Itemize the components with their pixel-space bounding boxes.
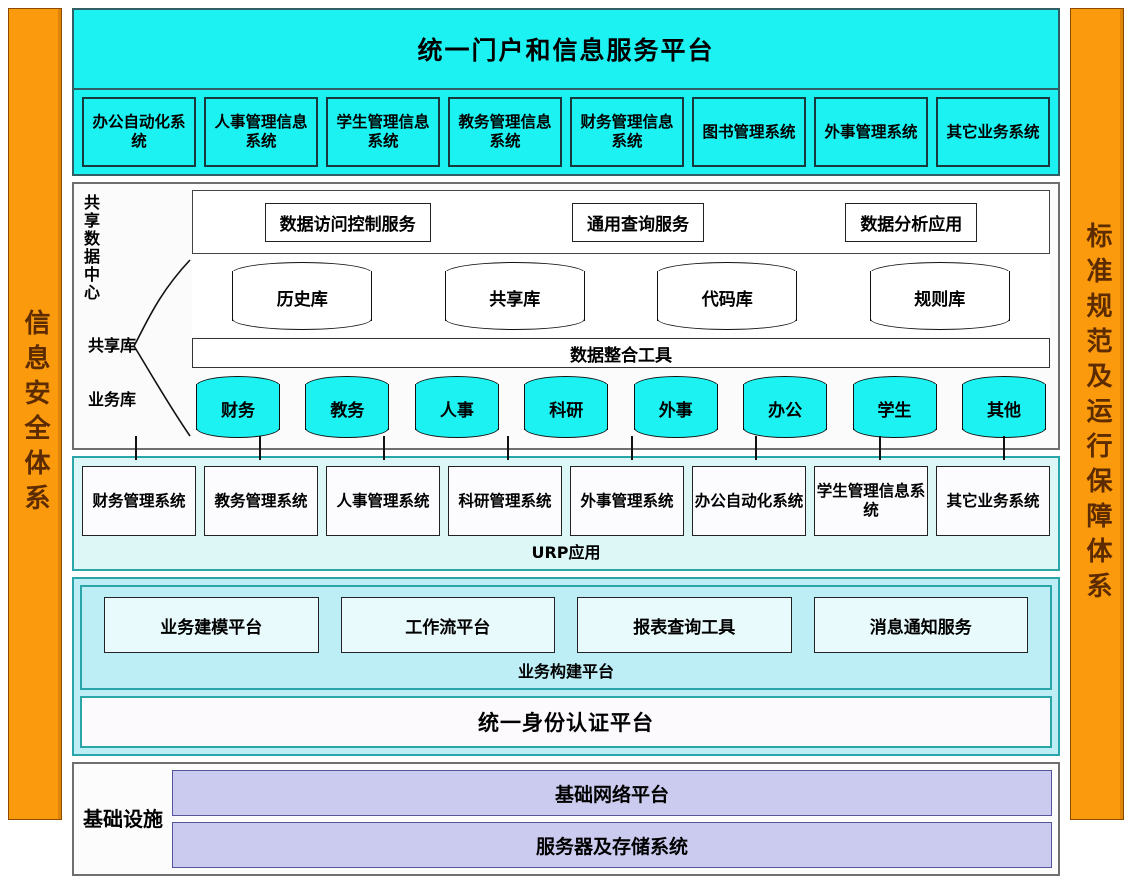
portal-app-box[interactable]: 其它业务系统 xyxy=(936,97,1050,167)
portal-app-box[interactable]: 办公自动化系统 xyxy=(82,97,196,167)
left-pillar-label: 信息安全体系 xyxy=(20,309,50,519)
business-database-label: 学生 xyxy=(877,400,912,421)
business-platform-row: 业务建模平台 工作流平台 报表查询工具 消息通知服务 xyxy=(90,597,1042,653)
urp-system-box[interactable]: 其它业务系统 xyxy=(936,466,1050,536)
portal-app-box[interactable]: 人事管理信息系统 xyxy=(204,97,318,167)
db-to-urp-connectors xyxy=(135,436,1005,460)
portal-app-box[interactable]: 外事管理系统 xyxy=(814,97,928,167)
platform-tool-box[interactable]: 业务建模平台 xyxy=(104,597,319,653)
database-label: 规则库 xyxy=(914,289,966,310)
business-database-cylinder: 学生 xyxy=(852,376,937,438)
infrastructure-layer: 基础设施 基础网络平台 服务器及存储系统 xyxy=(72,762,1060,876)
business-database-cylinder: 财务 xyxy=(196,376,280,438)
service-box[interactable]: 通用查询服务 xyxy=(571,202,704,242)
platform-tool-box[interactable]: 报表查询工具 xyxy=(577,597,792,653)
portal-title: 统一门户和信息服务平台 xyxy=(74,10,1058,90)
shared-db-tag: 共享库 xyxy=(88,336,137,355)
urp-system-box[interactable]: 办公自动化系统 xyxy=(692,466,806,536)
platform-tool-box[interactable]: 工作流平台 xyxy=(340,597,555,653)
business-database-label: 人事 xyxy=(439,400,474,421)
urp-caption: URP应用 xyxy=(531,543,601,562)
portal-app-box[interactable]: 财务管理信息系统 xyxy=(570,97,684,167)
database-label: 历史库 xyxy=(276,289,328,310)
cylinder-body xyxy=(869,271,1010,321)
shared-data-center-layer: 共享数据中心 数据访问控制服务 通用查询服务 数据分析应用 共享库 xyxy=(72,182,1060,450)
data-services-frame: 数据访问控制服务 通用查询服务 数据分析应用 xyxy=(192,190,1050,254)
business-database-row: 业务库 财务 教务 xyxy=(88,368,1050,440)
infrastructure-bars: 基础网络平台 服务器及存储系统 xyxy=(172,770,1052,868)
data-center-label: 共享数据中心 xyxy=(81,194,100,302)
cylinder-body xyxy=(232,271,373,321)
cylinder-body xyxy=(633,384,718,430)
database-label: 共享库 xyxy=(489,289,541,310)
portal-app-box[interactable]: 学生管理信息系统 xyxy=(326,97,440,167)
urp-system-box[interactable]: 科研管理系统 xyxy=(448,466,562,536)
cylinder-body xyxy=(524,384,609,430)
cylinder-body xyxy=(657,271,798,321)
portal-app-row: 办公自动化系统 人事管理信息系统 学生管理信息系统 教务管理信息系统 财务管理信… xyxy=(74,90,1058,174)
business-database-cylinder: 人事 xyxy=(414,376,499,438)
shared-brace-connector xyxy=(133,259,191,437)
business-build-platform: 业务建模平台 工作流平台 报表查询工具 消息通知服务 业务构建平台 xyxy=(80,585,1052,690)
infrastructure-bar[interactable]: 服务器及存储系统 xyxy=(172,822,1052,868)
business-database-label: 办公 xyxy=(768,400,803,421)
business-platform-caption: 业务构建平台 xyxy=(517,662,614,681)
cylinder-body xyxy=(743,384,828,430)
left-pillar-information-security: 信息安全体系 xyxy=(8,8,62,820)
urp-system-box[interactable]: 学生管理信息系统 xyxy=(814,466,928,536)
unified-auth-platform-bar[interactable]: 统一身份认证平台 xyxy=(80,696,1052,748)
business-database-label: 教务 xyxy=(330,400,365,421)
portal-app-box[interactable]: 图书管理系统 xyxy=(692,97,806,167)
cylinder-body xyxy=(961,384,1046,430)
business-database-cylinder: 其他 xyxy=(961,376,1046,438)
urp-system-row: 财务管理系统 教务管理系统 人事管理系统 科研管理系统 外事管理系统 办公自动化… xyxy=(82,466,1050,536)
database-cylinder: 规则库 xyxy=(869,262,1010,330)
database-cylinder: 共享库 xyxy=(444,262,585,330)
cylinder-body xyxy=(444,271,585,321)
right-pillar-standards-and-operations: 标准规范及运行保障体系 xyxy=(1070,8,1124,820)
business-database-cylinder: 办公 xyxy=(743,376,828,438)
urp-application-layer: 财务管理系统 教务管理系统 人事管理系统 科研管理系统 外事管理系统 办公自动化… xyxy=(72,436,1060,571)
business-database-label: 外事 xyxy=(658,400,693,421)
business-db-tag: 业务库 xyxy=(88,390,137,409)
portal-app-box[interactable]: 教务管理信息系统 xyxy=(448,97,562,167)
business-database-cylinder: 教务 xyxy=(305,376,390,438)
business-database-cylinder: 科研 xyxy=(524,376,609,438)
service-box[interactable]: 数据分析应用 xyxy=(845,202,978,242)
cylinder-body xyxy=(414,384,499,430)
platform-tool-box[interactable]: 消息通知服务 xyxy=(813,597,1028,653)
business-database-cylinder: 外事 xyxy=(633,376,718,438)
center-column: 统一门户和信息服务平台 办公自动化系统 人事管理信息系统 学生管理信息系统 教务… xyxy=(72,8,1060,876)
urp-system-box[interactable]: 教务管理系统 xyxy=(204,466,318,536)
service-box[interactable]: 数据访问控制服务 xyxy=(264,202,431,242)
business-database-label: 科研 xyxy=(549,400,584,421)
data-center-inner: 数据访问控制服务 通用查询服务 数据分析应用 共享库 历史库 xyxy=(88,190,1050,440)
database-label: 代码库 xyxy=(701,289,753,310)
database-cylinder: 历史库 xyxy=(232,262,373,330)
data-integration-tool-bar[interactable]: 数据整合工具 xyxy=(192,338,1050,368)
database-cylinder: 代码库 xyxy=(657,262,798,330)
business-database-label: 财务 xyxy=(221,400,255,421)
cylinder-body xyxy=(852,384,937,430)
business-database-area: 业务库 财务 教务 xyxy=(88,368,1050,440)
cylinder-body xyxy=(196,384,280,430)
urp-system-box[interactable]: 外事管理系统 xyxy=(570,466,684,536)
infrastructure-label: 基础设施 xyxy=(83,806,163,831)
right-pillar-label: 标准规范及运行保障体系 xyxy=(1082,221,1112,607)
architecture-diagram: 信息安全体系 标准规范及运行保障体系 统一门户和信息服务平台 办公自动化系统 人… xyxy=(8,8,1124,876)
platform-stack: 业务建模平台 工作流平台 报表查询工具 消息通知服务 业务构建平台 统一身份认证… xyxy=(72,577,1060,756)
shared-database-row: 共享库 历史库 共享库 xyxy=(88,254,1050,437)
infrastructure-bar[interactable]: 基础网络平台 xyxy=(172,770,1052,816)
cylinder-body xyxy=(305,384,390,430)
portal-layer: 统一门户和信息服务平台 办公自动化系统 人事管理信息系统 学生管理信息系统 教务… xyxy=(72,8,1060,176)
business-database-label: 其他 xyxy=(986,400,1021,421)
urp-system-box[interactable]: 财务管理系统 xyxy=(82,466,196,536)
urp-system-box[interactable]: 人事管理系统 xyxy=(326,466,440,536)
